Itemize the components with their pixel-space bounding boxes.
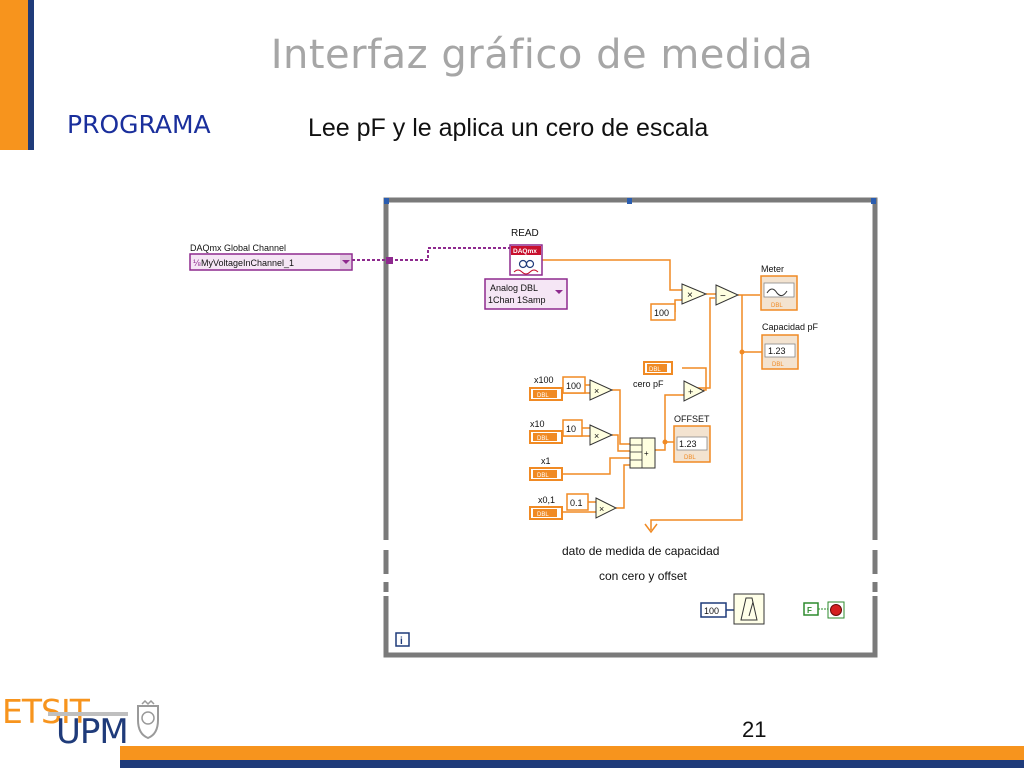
dropdown-arrow-icon[interactable] bbox=[342, 260, 350, 264]
read-mode-line2: 1Chan 1Samp bbox=[488, 295, 546, 305]
left-orange-bar bbox=[0, 0, 28, 150]
labview-block-diagram: DAQmx Global Channel ⅛ MyVoltageInChanne… bbox=[189, 197, 879, 658]
x10-label: x10 bbox=[530, 419, 545, 429]
while-loop-frame bbox=[382, 197, 879, 658]
iteration-terminal: i bbox=[395, 632, 410, 647]
comment-line2: con cero y offset bbox=[599, 569, 687, 583]
x01-dbl: DBL bbox=[537, 512, 549, 518]
slide-title: Interfaz gráfico de medida bbox=[270, 32, 814, 78]
footer-navy-bar bbox=[120, 760, 1024, 768]
offset-dbl: DBL bbox=[684, 455, 696, 461]
stop-icon bbox=[830, 604, 842, 616]
wait-const: 100 bbox=[704, 606, 719, 616]
footer-orange-bar bbox=[120, 746, 1024, 760]
metronome-icon bbox=[740, 597, 758, 621]
daqmx-badge: DAQmx bbox=[513, 248, 537, 255]
meter-label: Meter bbox=[761, 264, 784, 274]
x100-mult: × bbox=[594, 386, 599, 396]
x01-const: 0.1 bbox=[570, 498, 583, 508]
x10-control[interactable]: x10 DBL 10 × bbox=[529, 419, 614, 446]
stop-const: F bbox=[807, 606, 812, 615]
capacidad-value: 1.23 bbox=[768, 346, 786, 356]
upm-logo: UPM bbox=[56, 712, 129, 752]
x10-const: 10 bbox=[566, 424, 576, 434]
constant-100[interactable]: 100 bbox=[650, 303, 676, 321]
cero-label: cero pF bbox=[633, 379, 664, 389]
x1-control[interactable]: x1 DBL bbox=[529, 456, 563, 481]
read-mode-line1: Analog DBL bbox=[490, 283, 538, 293]
x10-mult: × bbox=[594, 431, 599, 441]
capacidad-label: Capacidad pF bbox=[762, 322, 819, 332]
page-number: 21 bbox=[742, 717, 767, 742]
x1-label: x1 bbox=[541, 456, 551, 466]
daqmx-channel-control[interactable]: DAQmx Global Channel ⅛ MyVoltageInChanne… bbox=[189, 243, 393, 271]
x01-label: x0,1 bbox=[538, 495, 555, 505]
offset-label: OFFSET bbox=[674, 414, 710, 424]
wait-timer[interactable]: 100 bbox=[700, 593, 765, 625]
meter-dbl: DBL bbox=[771, 303, 783, 309]
x01-mult: × bbox=[599, 504, 604, 514]
subtract-symbol: − bbox=[720, 291, 726, 302]
etsit-logo: ETSIT bbox=[2, 692, 90, 731]
add-node[interactable]: + bbox=[683, 380, 706, 402]
compound-add-node[interactable]: + bbox=[629, 437, 656, 469]
left-navy-bar bbox=[28, 0, 34, 150]
channel-value: MyVoltageInChannel_1 bbox=[201, 258, 294, 268]
meter-gauge-icon bbox=[766, 288, 788, 297]
compound-symbol: + bbox=[644, 449, 649, 458]
x10-dbl: DBL bbox=[537, 436, 549, 442]
x100-const: 100 bbox=[566, 381, 581, 391]
cero-pf-control[interactable]: DBL cero pF bbox=[633, 361, 673, 389]
multiply-node[interactable]: × bbox=[681, 283, 708, 305]
crest-icon bbox=[137, 700, 159, 740]
info-icon: i bbox=[400, 636, 403, 647]
read-mode-dropdown-icon[interactable] bbox=[555, 290, 563, 294]
logo-tagline-strip bbox=[48, 712, 128, 716]
meter-indicator[interactable]: Meter DBL bbox=[760, 264, 798, 311]
svg-text:⅛: ⅛ bbox=[193, 258, 201, 268]
constant-100-value: 100 bbox=[654, 308, 669, 318]
x100-dbl: DBL bbox=[537, 393, 549, 399]
section-label: PROGRAMA bbox=[67, 110, 211, 139]
add-symbol: + bbox=[688, 387, 693, 397]
subtract-node[interactable]: − bbox=[715, 284, 740, 306]
slide-subtitle: Lee pF y le aplica un cero de escala bbox=[308, 114, 709, 142]
stop-condition[interactable]: F bbox=[803, 601, 845, 619]
offset-value: 1.23 bbox=[679, 439, 697, 449]
cero-dbl: DBL bbox=[649, 367, 661, 373]
comment-line1: dato de medida de capacidad bbox=[562, 544, 719, 558]
channel-label: DAQmx Global Channel bbox=[190, 243, 286, 253]
x1-dbl: DBL bbox=[537, 473, 549, 479]
capacidad-dbl: DBL bbox=[772, 362, 784, 368]
x100-label: x100 bbox=[534, 375, 554, 385]
read-label: READ bbox=[511, 228, 539, 239]
capacidad-indicator[interactable]: Capacidad pF 1.23 DBL bbox=[761, 322, 819, 370]
x01-control[interactable]: x0,1 DBL 0.1 × bbox=[529, 493, 618, 520]
multiply-symbol: × bbox=[687, 290, 693, 301]
x100-control[interactable]: x100 DBL 100 × bbox=[529, 375, 614, 401]
offset-indicator[interactable]: OFFSET 1.23 DBL bbox=[673, 414, 711, 463]
daqmx-read-node[interactable]: READ DAQmx Analog DBL 1Chan 1Samp bbox=[484, 228, 568, 310]
